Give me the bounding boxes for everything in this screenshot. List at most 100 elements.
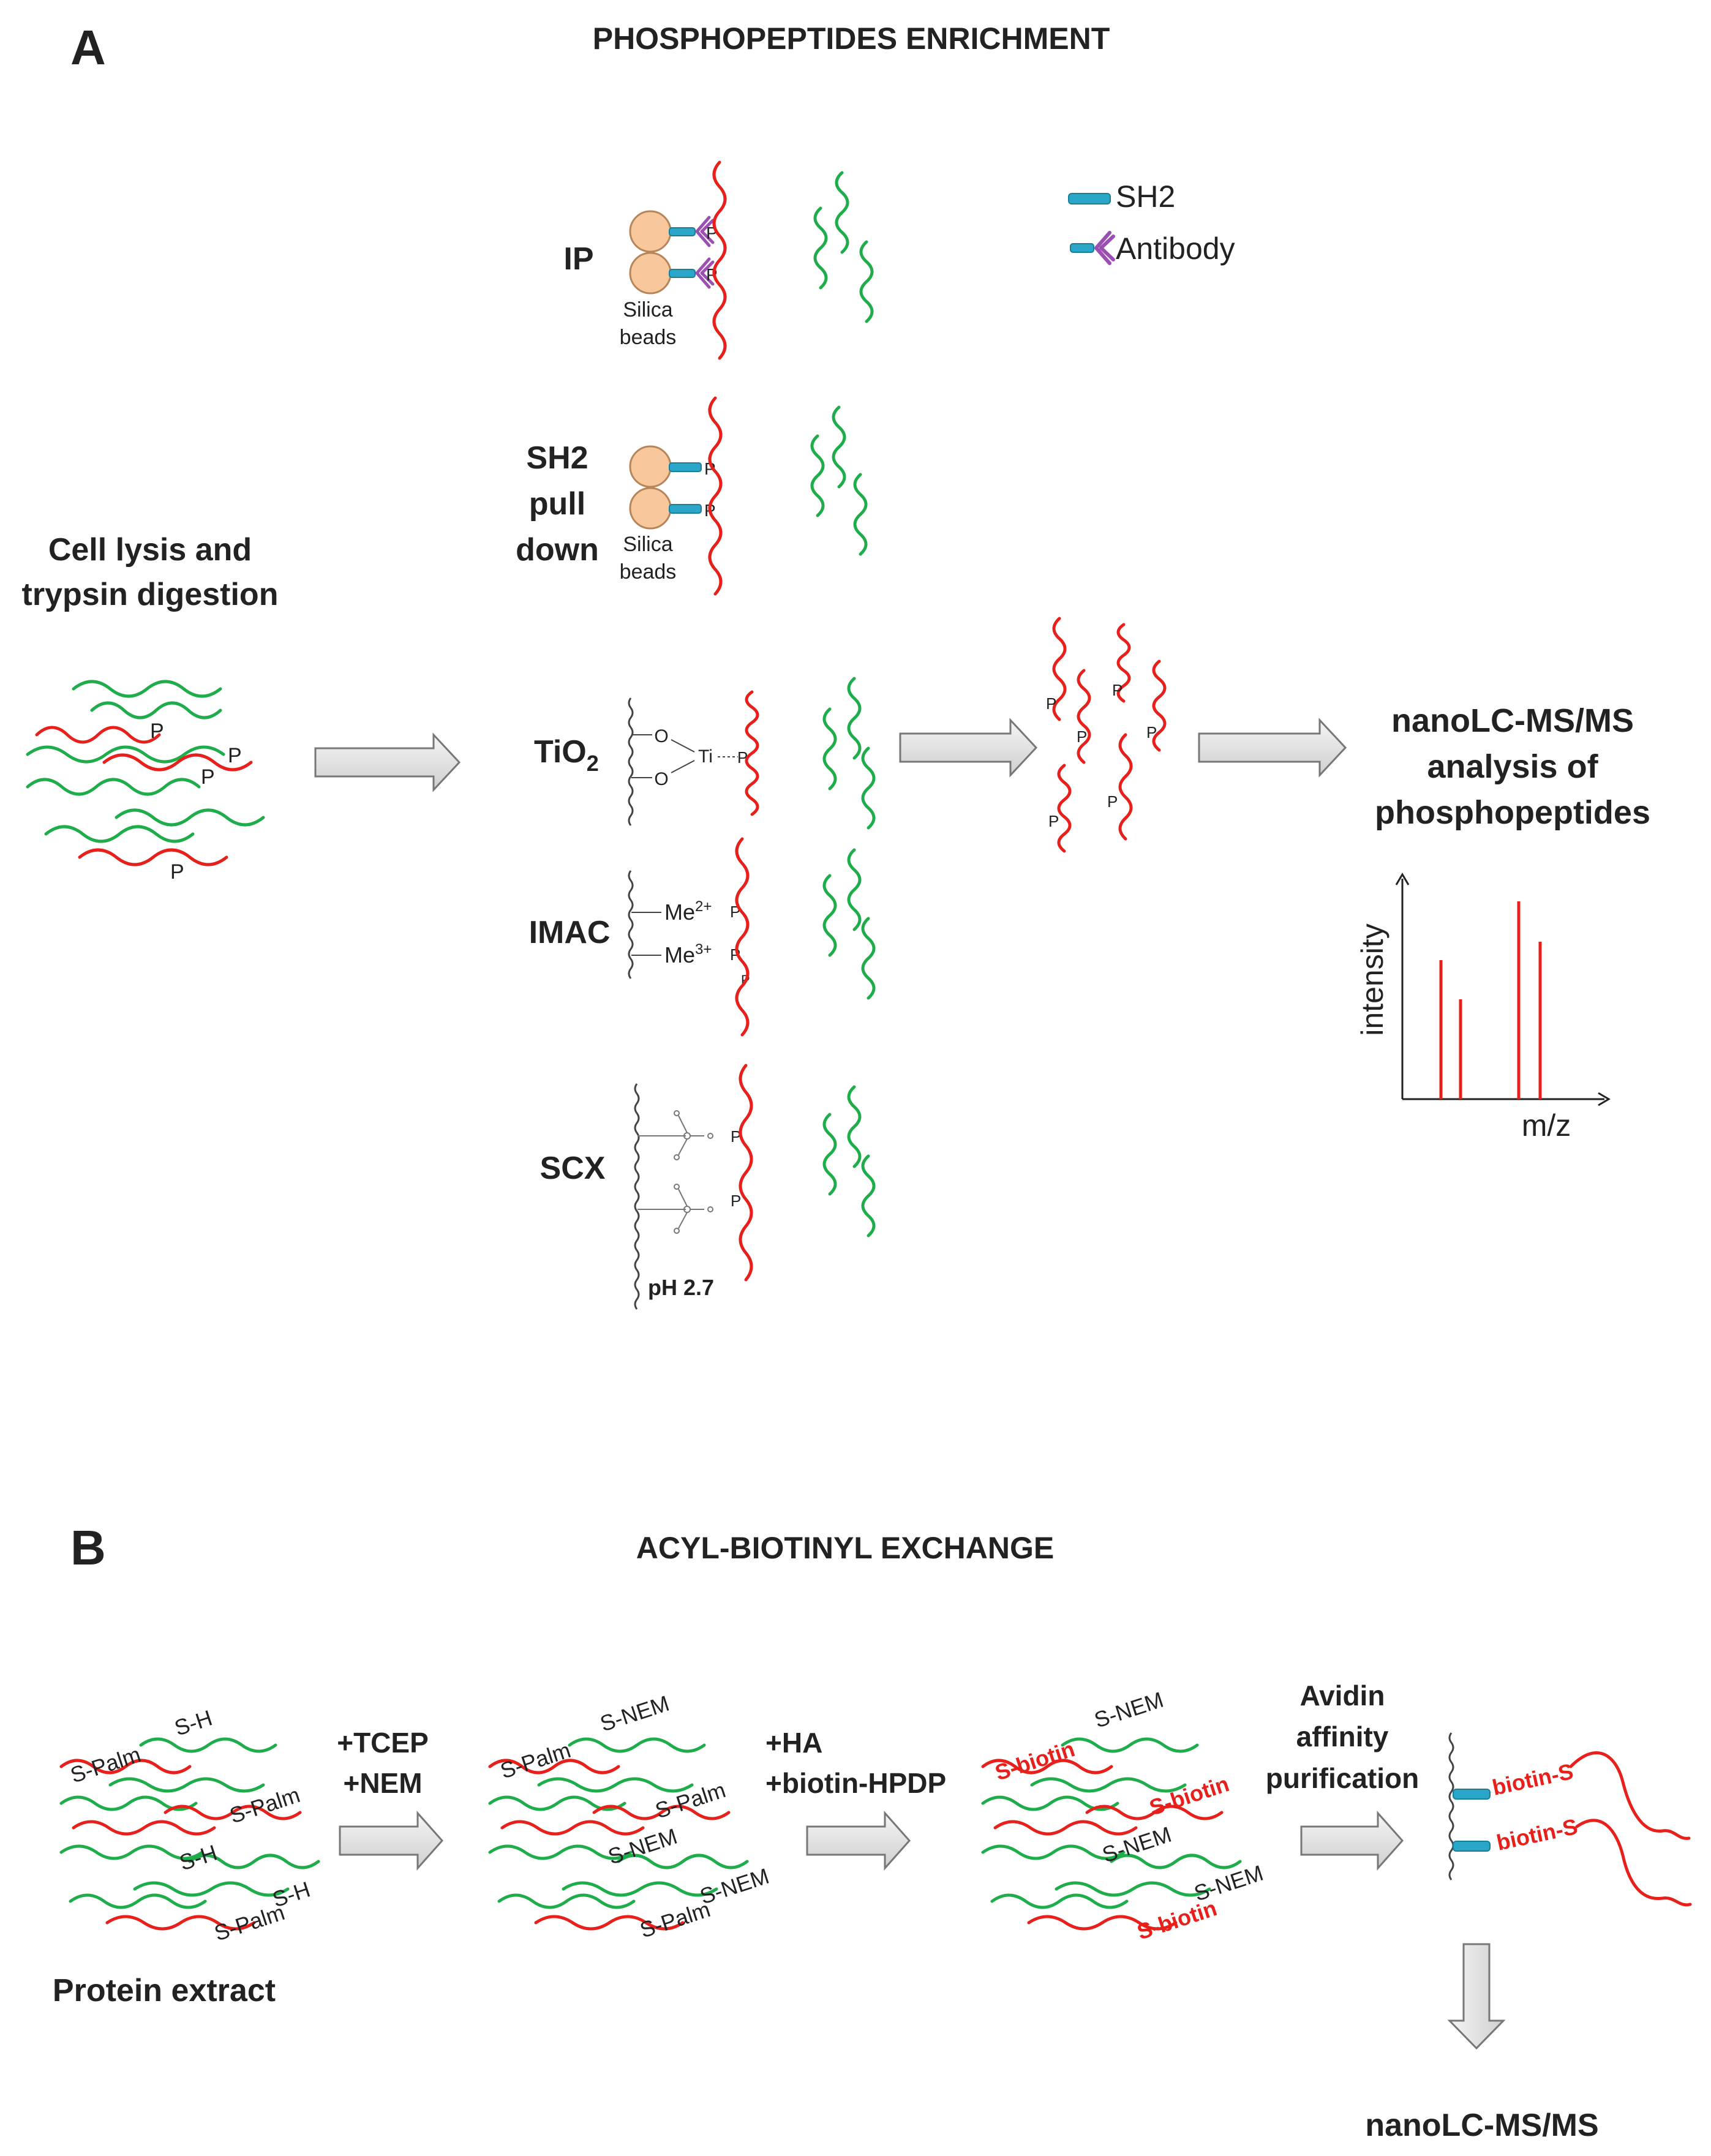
bound-phosphopeptide <box>745 690 759 816</box>
unbound-peptide <box>861 1154 876 1238</box>
enriched-phosphopeptides <box>1052 617 1167 853</box>
unbound-peptide <box>861 746 876 830</box>
silica-bead <box>629 210 672 253</box>
phosphopeptide-strand <box>1152 659 1167 752</box>
silica-beads-label-line2: beads <box>620 560 677 584</box>
method-label-ip: IP <box>563 241 593 277</box>
palmitoyl-label: S-Palm <box>211 1899 288 1945</box>
avidin-capture: biotin-S biotin-S <box>1448 1732 1692 1907</box>
phosphopeptide-strand <box>1077 669 1091 764</box>
output-label-line1: nanoLC-MS/MS <box>1391 702 1634 739</box>
process-arrow <box>806 1811 911 1871</box>
method-label-sh2-line1: SH2 <box>526 440 588 476</box>
unbound-peptide <box>810 434 825 517</box>
protein-mixture-biotinylated <box>981 1737 1242 1931</box>
phosphopeptide-strand <box>1118 733 1133 841</box>
protein-mixture-initial <box>59 1737 320 1931</box>
avidin-icon <box>1453 1789 1491 1800</box>
captured-peptide <box>1569 1751 1691 1840</box>
oxygen-atom: O <box>654 769 668 789</box>
mass-spectrum: intensity m/z <box>1355 873 1611 1143</box>
phospho-mark: P <box>1046 694 1056 713</box>
peptide-strand <box>90 701 222 719</box>
panel-a-letter: A <box>70 20 106 75</box>
biotin-label: S-biotin <box>1134 1895 1220 1944</box>
spectrum-x-arrowhead <box>1598 1092 1611 1106</box>
protein-strand <box>59 1844 204 1860</box>
protein-strand-modified <box>59 1759 192 1775</box>
unbound-peptide <box>813 206 828 290</box>
palmitoyl-label: S-Palm <box>497 1737 574 1783</box>
unbound-peptide <box>853 473 868 556</box>
imac-enrichment: Me2+ Me3+ P P P <box>628 870 750 988</box>
spectrum-y-arrowhead <box>1395 873 1410 885</box>
unbound-peptide <box>822 874 837 957</box>
unbound-peptide <box>832 405 846 489</box>
process-arrow <box>899 718 1038 778</box>
phosphopeptide-strand <box>102 753 253 772</box>
phospho-mark: P <box>170 860 184 884</box>
sh2-domain <box>669 504 702 514</box>
method-label-tio2: TiO2 <box>534 734 599 776</box>
process-arrow <box>1198 718 1347 778</box>
peptide-mixture <box>26 680 265 866</box>
phospho-mark: P <box>150 719 164 743</box>
peptide-strand <box>115 808 265 827</box>
bound-phosphopeptide <box>739 1064 753 1282</box>
process-arrow <box>314 732 461 792</box>
metal-ion-2plus: Me2+ <box>664 898 712 925</box>
biotin-anchor-label: biotin-S <box>1490 1759 1576 1800</box>
nem-label: S-NEM <box>697 1863 772 1909</box>
unbound-peptide <box>822 707 837 791</box>
protein-strand <box>133 1881 290 1897</box>
protein-strand-modified <box>500 1820 645 1836</box>
phospho-mark: P <box>1077 727 1087 746</box>
protein-strand-modified <box>993 1820 1138 1836</box>
protein-extract-label: Protein extract <box>53 1973 276 2008</box>
solid-support <box>628 697 634 826</box>
bound-phosphopeptide <box>708 396 723 596</box>
spectrum-y-label: intensity <box>1355 923 1389 1035</box>
protein-strand <box>188 1854 320 1869</box>
protein-strand <box>1030 1777 1187 1793</box>
unbound-peptide <box>859 240 874 323</box>
free-thiol-label: S-H <box>171 1705 216 1740</box>
protein-strand <box>1110 1854 1242 1869</box>
pool-phospho-marks: P P P P P P <box>1046 681 1157 830</box>
protein-strand-modified <box>981 1759 1113 1775</box>
protein-mixture-blocked <box>488 1737 749 1931</box>
phospho-mark: P <box>1048 812 1059 830</box>
phosphopeptide-strand <box>78 848 228 866</box>
sh2-enrichment: P P Silica beads <box>620 445 716 584</box>
palmitoyl-label: S-Palm <box>637 1896 713 1942</box>
silica-bead <box>629 445 672 488</box>
ph-label: pH 2.7 <box>648 1275 714 1300</box>
antibody-legend-icon <box>1070 231 1115 265</box>
nem-label: S-NEM <box>605 1824 680 1869</box>
spectrum-x-label: m/z <box>1522 1108 1571 1143</box>
protein-strand <box>488 1844 633 1860</box>
tio2-enrichment: O O Ti P <box>628 697 748 826</box>
peptide-strand <box>72 680 222 698</box>
protein-strand-modified <box>534 1915 685 1931</box>
scx-enrichment: P P pH 2.7 <box>634 1083 741 1310</box>
protein-strand <box>108 1777 265 1793</box>
bound-phosphopeptide <box>735 837 750 1037</box>
unbound-peptide <box>847 848 862 931</box>
unbound-peptide <box>835 171 849 254</box>
panel-a-title: PHOSPHOPEPTIDES ENRICHMENT <box>593 21 1110 56</box>
unbound-peptide <box>847 677 862 760</box>
legend-sh2-label: SH2 <box>1116 179 1175 214</box>
panel-b-letter: B <box>70 1520 106 1575</box>
output-label-line2: analysis of <box>1427 748 1598 785</box>
palmitoyl-label: S-Palm <box>67 1741 144 1787</box>
free-thiol-label: S-H <box>176 1839 220 1875</box>
protein-strand <box>1061 1737 1199 1753</box>
method-label-imac: IMAC <box>529 915 611 950</box>
input-label-line1: Cell lysis and <box>48 532 252 568</box>
protein-strand <box>617 1854 749 1869</box>
phospho-mark: P <box>1107 792 1118 811</box>
phosphopeptide-strand <box>1057 764 1072 853</box>
phosphopeptide-strand <box>1116 623 1131 703</box>
